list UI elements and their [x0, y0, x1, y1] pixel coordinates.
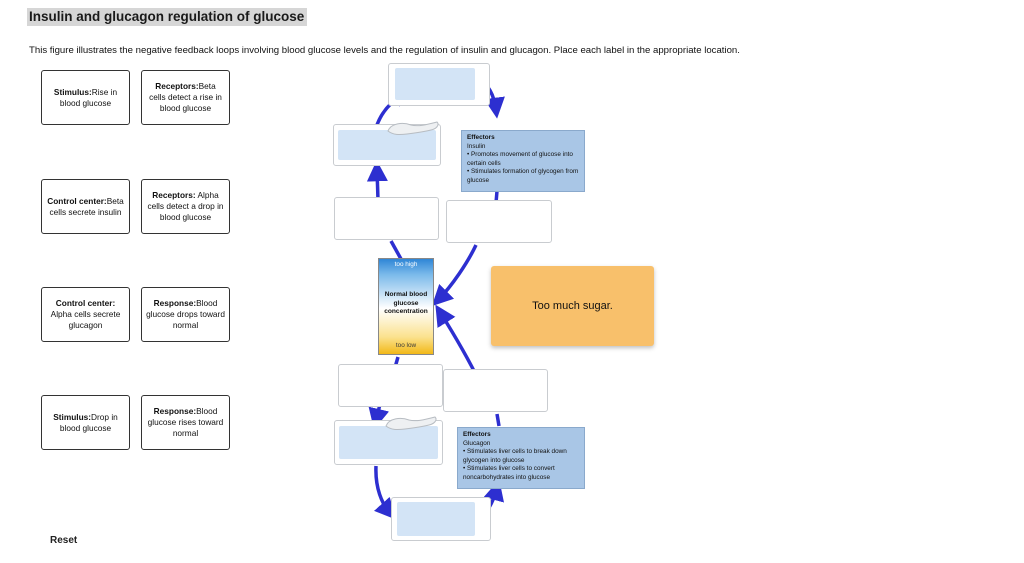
label-bold: Receptors: [152, 190, 196, 200]
label-bold: Response: [153, 298, 197, 308]
label-text: Blood glucose rises toward normal [147, 406, 224, 438]
drop-zone-fill [339, 426, 438, 459]
label-receptors-beta[interactable]: Receptors:Beta cells detect a rise in bl… [141, 70, 230, 125]
label-bold: Stimulus: [53, 411, 92, 422]
label-stimulus-drop[interactable]: Stimulus:Drop in blood glucose [41, 395, 130, 450]
label-text: Rise in blood glucose [59, 86, 118, 108]
arrow-bottom-left [374, 465, 396, 520]
arrow-to-bar-top [431, 244, 478, 307]
label-text: Drop in blood glucose [59, 411, 118, 433]
arrow-down-to-bar [389, 240, 403, 260]
drop-zone-top[interactable] [388, 63, 490, 106]
drop-zone-mid-left-lower[interactable] [338, 364, 443, 407]
effector-hormone: Glucagon [463, 439, 491, 447]
drop-zone-bottom[interactable] [391, 497, 491, 541]
label-response-rises[interactable]: Response:Blood glucose rises toward norm… [141, 395, 230, 450]
arrow-receptor-up [366, 160, 388, 201]
label-bold: Stimulus: [53, 86, 92, 97]
drop-zone-fill [338, 130, 436, 160]
drop-zone-fill [397, 502, 475, 536]
label-control-beta[interactable]: Control center:Beta cells secrete insuli… [41, 179, 130, 234]
label-response-drops[interactable]: Response:Blood glucose drops toward norm… [141, 287, 230, 342]
effector-bullet: • Stimulates liver cells to convert nonc… [463, 465, 555, 481]
drop-zone-mid-right-upper[interactable] [446, 200, 552, 243]
label-text: Alpha cells secrete glucagon [50, 309, 121, 330]
effector-insulin: Effectors Insulin • Promotes movement of… [461, 130, 585, 192]
pancreas-icon [387, 121, 439, 136]
effector-bullet: • Promotes movement of glucose into cert… [467, 151, 573, 167]
label-stimulus-rise[interactable]: Stimulus:Rise in blood glucose [41, 70, 130, 125]
bar-too-high: too high [394, 261, 418, 268]
glucose-level-bar: too high Normal blood glucose concentrat… [378, 258, 434, 355]
bar-too-low: too low [395, 342, 417, 349]
instructions-text: This figure illustrates the negative fee… [29, 45, 740, 56]
page-title: Insulin and glucagon regulation of gluco… [27, 8, 308, 26]
effector-glucagon: Effectors Glucagon • Stimulates liver ce… [457, 427, 585, 489]
label-text: Alpha cells detect a drop in blood gluco… [147, 190, 224, 222]
label-bold: Response: [153, 406, 197, 416]
feedback-message: Too much sugar. [491, 266, 654, 346]
label-text: Beta cells secrete insulin [49, 195, 124, 217]
label-bold: Control center: [55, 298, 116, 308]
bar-normal-label: Normal blood glucose concentration [384, 291, 428, 315]
drop-zone-mid-left-upper[interactable] [334, 197, 439, 240]
arrow-glucagon-up [495, 413, 501, 427]
drop-zone-fill [395, 68, 475, 100]
effector-heading: Effectors [463, 431, 491, 438]
label-text: Blood glucose drops toward normal [146, 298, 225, 330]
effector-bullet: • Stimulates liver cells to break down g… [463, 448, 567, 464]
effector-bullet: • Stimulates formation of glycogen from … [467, 168, 579, 184]
label-control-alpha[interactable]: Control center: Alpha cells secrete gluc… [41, 287, 130, 342]
effector-hormone: Insulin [467, 142, 486, 150]
effector-heading: Effectors [467, 134, 495, 141]
label-text: Beta cells detect a rise in blood glucos… [149, 81, 222, 113]
drop-zone-mid-right-lower[interactable] [443, 369, 548, 412]
label-receptors-alpha[interactable]: Receptors: Alpha cells detect a drop in … [141, 179, 230, 234]
reset-button[interactable]: Reset [50, 535, 78, 546]
label-bold: Control center: [47, 195, 107, 206]
label-bold: Receptors: [155, 81, 199, 91]
pancreas-icon [385, 416, 437, 431]
